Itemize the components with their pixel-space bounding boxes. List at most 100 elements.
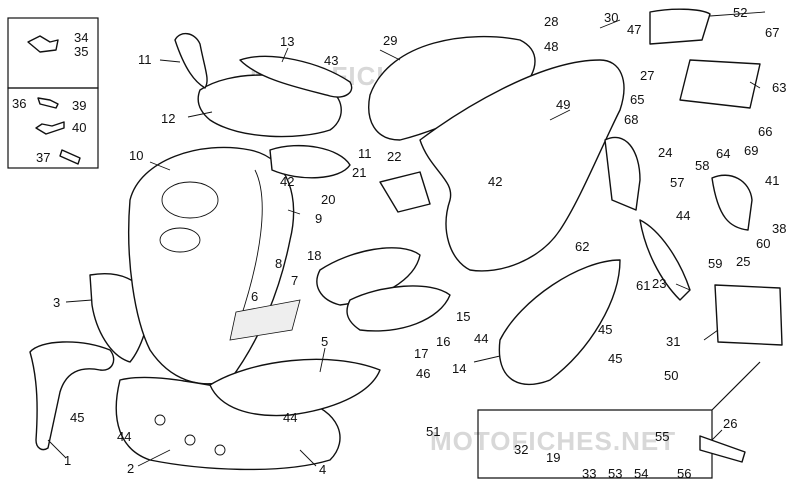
label-53: 53	[608, 466, 622, 481]
label-55: 55	[655, 429, 669, 444]
clip-nut-part	[27, 35, 59, 53]
bolt-37-part	[59, 149, 81, 165]
plate-holder-part	[679, 59, 761, 109]
glovebox-13-part	[239, 55, 353, 98]
label-16: 16	[436, 334, 450, 349]
label-51: 51	[426, 424, 440, 439]
label-45c: 45	[608, 351, 622, 366]
label-24: 24	[658, 145, 672, 160]
label-67: 67	[765, 25, 779, 40]
label-19: 19	[546, 450, 560, 465]
label-2: 2	[127, 461, 134, 476]
label-33: 33	[582, 466, 596, 481]
side-panel-18-part	[316, 247, 421, 306]
shield-vent-2	[159, 227, 201, 253]
tray-16-part	[346, 285, 451, 332]
label-39: 39	[72, 98, 86, 113]
label-50: 50	[664, 368, 678, 383]
shield-trim-line	[239, 169, 263, 321]
screw-40-part	[35, 121, 65, 135]
underbody-hole-2	[184, 434, 196, 446]
label-42a: 42	[280, 174, 294, 189]
label-45a: 45	[70, 410, 84, 425]
label-63: 63	[772, 80, 786, 95]
label-43: 43	[324, 53, 338, 68]
panel-11-part	[269, 144, 351, 179]
toolkit-part	[714, 284, 783, 346]
rear-mudguard-23-part	[639, 219, 691, 301]
leader-lines	[47, 11, 766, 467]
label-6: 6	[251, 289, 258, 304]
label-14: 14	[452, 361, 466, 376]
label-37: 37	[36, 150, 50, 165]
label-42b: 42	[488, 174, 502, 189]
cable-26-part	[699, 435, 746, 463]
label-52: 52	[733, 5, 747, 20]
underbody-hole-1	[154, 414, 166, 426]
front-mudguard-part	[29, 341, 115, 451]
label-38: 38	[772, 221, 786, 236]
inner-fender-part	[498, 259, 621, 386]
rear-body-part	[419, 59, 625, 272]
label-18: 18	[307, 248, 321, 263]
shield-vent-1	[161, 181, 219, 219]
label-32: 32	[514, 442, 528, 457]
screw-36-part	[37, 97, 59, 109]
label-44b: 44	[283, 410, 297, 425]
label-31: 31	[666, 334, 680, 349]
label-68: 68	[624, 112, 638, 127]
luggage-rack-part	[649, 8, 711, 45]
label-45b: 45	[598, 322, 612, 337]
label-25: 25	[736, 254, 750, 269]
label-66: 66	[758, 124, 772, 139]
label-28: 28	[544, 14, 558, 29]
rear-mudguard-24-part	[604, 136, 641, 211]
footboard-part	[209, 358, 381, 417]
label-21: 21	[352, 165, 366, 180]
label-1: 1	[64, 453, 71, 468]
label-9: 9	[315, 211, 322, 226]
label-35: 35	[74, 44, 88, 59]
bracket-22-part	[379, 171, 431, 213]
front-shield-part	[128, 146, 295, 385]
label-26: 26	[723, 416, 737, 431]
label-30: 30	[604, 10, 618, 25]
label-41: 41	[765, 173, 779, 188]
label-29: 29	[383, 33, 397, 48]
label-11b: 11	[358, 146, 372, 161]
label-44a: 44	[117, 429, 131, 444]
label-10: 10	[129, 148, 143, 163]
label-20: 20	[321, 192, 335, 207]
label-65: 65	[630, 92, 644, 107]
label-59: 59	[708, 256, 722, 271]
label-47: 47	[627, 22, 641, 37]
light-support-part	[711, 174, 753, 231]
label-44c: 44	[474, 331, 488, 346]
label-13: 13	[280, 34, 294, 49]
label-4: 4	[319, 462, 326, 477]
underbody-hole-3	[214, 444, 226, 456]
footboard-mat-6	[229, 299, 301, 341]
label-7: 7	[291, 273, 298, 288]
label-8: 8	[275, 256, 282, 271]
label-54: 54	[634, 466, 648, 481]
label-62: 62	[575, 239, 589, 254]
label-44d: 44	[676, 208, 690, 223]
label-48: 48	[544, 39, 558, 54]
label-17: 17	[414, 346, 428, 361]
label-56: 56	[677, 466, 691, 481]
part-labels: 1 2 3 4 5 6 7 8 9 10 11 11 12 13 14 15 1…	[12, 5, 786, 481]
label-27: 27	[640, 68, 654, 83]
label-40: 40	[72, 120, 86, 135]
label-22: 22	[387, 149, 401, 164]
label-49: 49	[556, 97, 570, 112]
inset-box-26-56	[477, 361, 761, 479]
label-58: 58	[695, 158, 709, 173]
label-64: 64	[716, 146, 730, 161]
label-12: 12	[161, 111, 175, 126]
hook-11-part	[174, 33, 208, 89]
label-3: 3	[53, 295, 60, 310]
label-46: 46	[416, 366, 430, 381]
